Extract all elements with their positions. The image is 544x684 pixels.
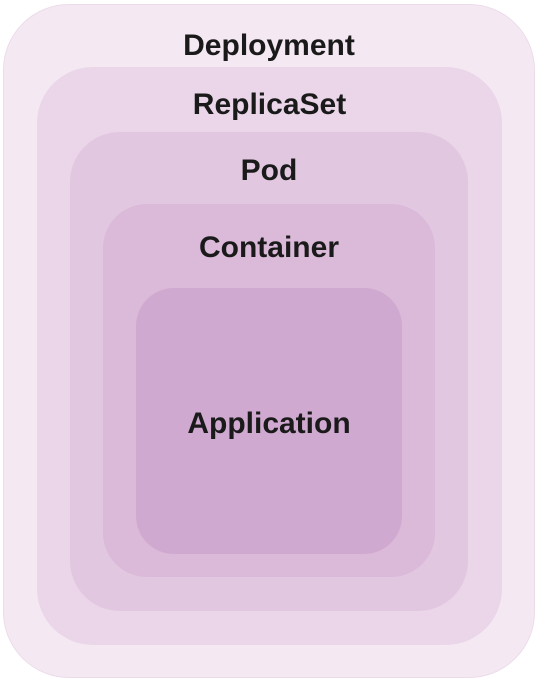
- deployment-label: Deployment: [183, 29, 355, 62]
- pod-layer: Pod Container Application: [70, 132, 468, 611]
- deployment-layer: Deployment ReplicaSet Pod Container Appl…: [3, 4, 535, 678]
- replicaset-label: ReplicaSet: [192, 88, 347, 121]
- container-layer: Container Application: [103, 204, 435, 577]
- application-label: Application: [187, 407, 351, 440]
- replicaset-layer: ReplicaSet Pod Container Application: [37, 67, 502, 645]
- pod-label: Pod: [240, 154, 298, 187]
- container-label: Container: [198, 231, 339, 264]
- application-layer: Application: [136, 288, 402, 554]
